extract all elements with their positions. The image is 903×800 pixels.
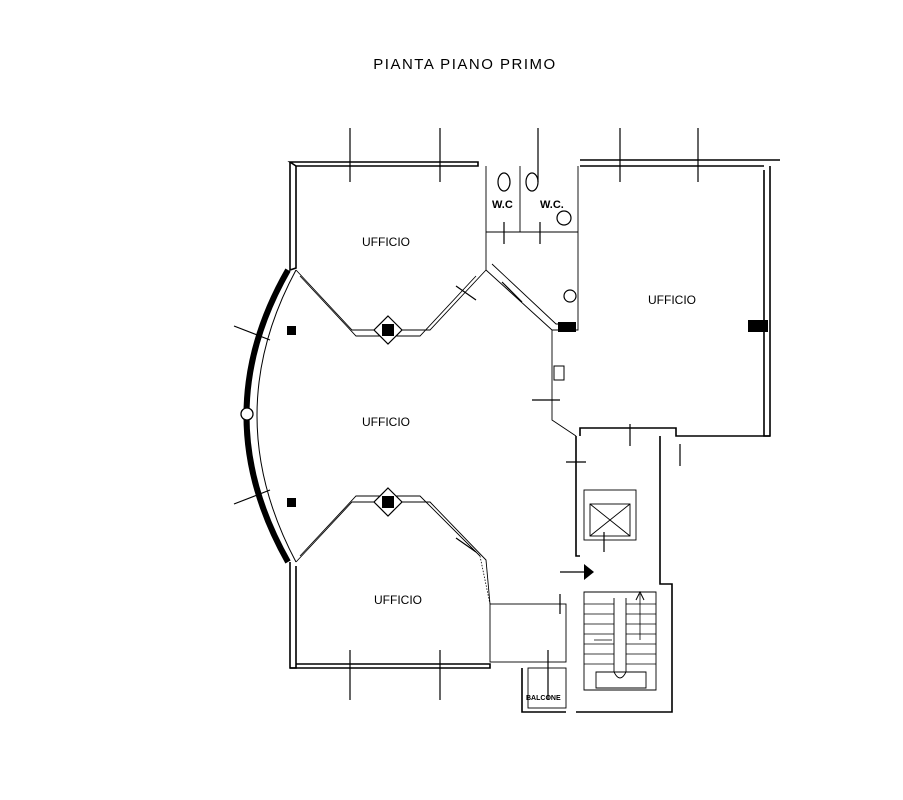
curved-facade [240,268,297,564]
room-label-office-right: UFFICIO [648,293,696,307]
columns [287,315,768,517]
room-label-office-center: UFFICIO [362,415,410,429]
outer-walls [287,159,780,713]
column-marker [240,407,254,421]
room-label-wc-right: W.C. [540,199,564,211]
room-label-balcony: BALCONE [526,695,561,702]
interior-walls [295,166,637,709]
wc-fixtures [497,172,577,381]
entrance-arrow-icon [584,564,594,580]
room-label-wc-left: W.C [492,199,513,211]
room-label-office-bottom: UFFICIO [374,593,422,607]
room-label-office-top-left: UFFICIO [362,235,410,249]
window-ticks [233,128,699,700]
staircase [583,590,657,691]
plan-title: PIANTA PIANO PRIMO [373,56,557,73]
